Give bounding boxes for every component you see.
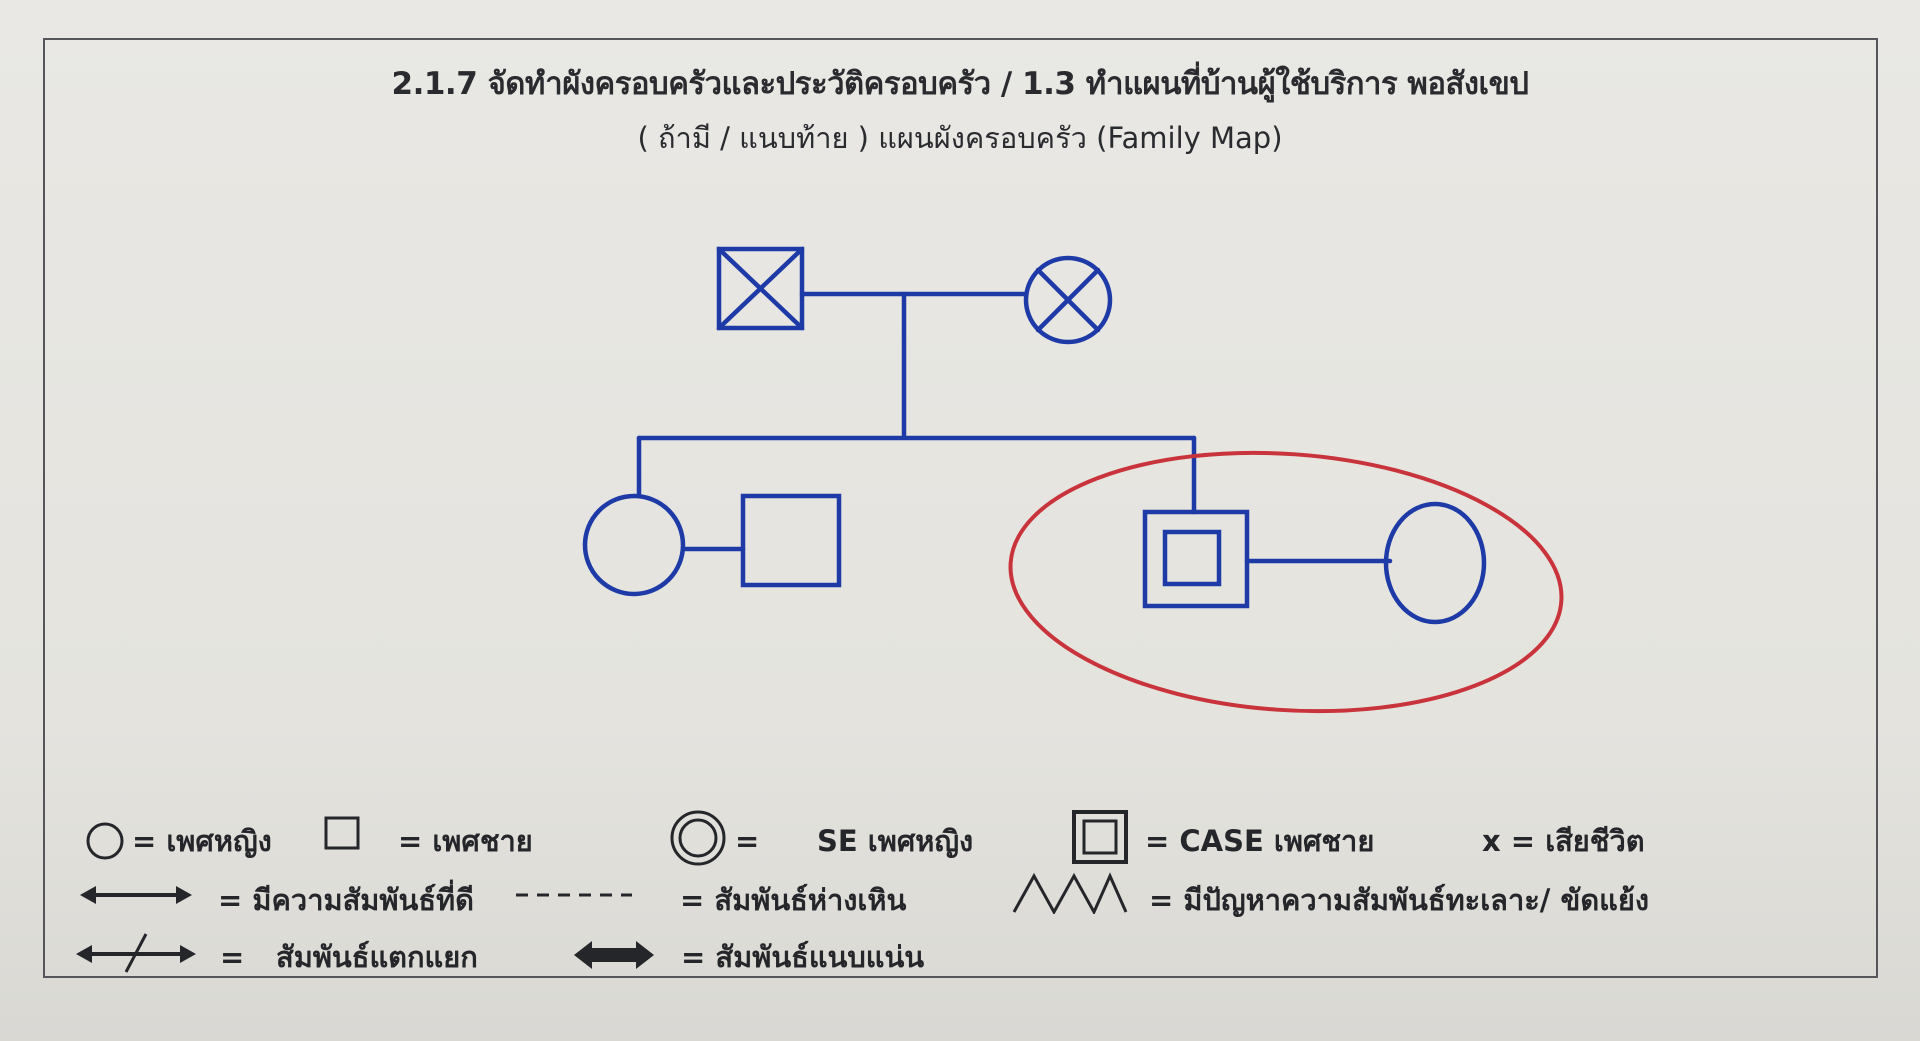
distant-relation-dashed-icon [516, 893, 632, 897]
section-title: 2.1.7 จัดทำผังครอบครัวและประวัติครอบครัว… [391, 66, 1529, 102]
case-spouse-female [1383, 501, 1487, 625]
grandmother-deceased-female [1023, 255, 1113, 345]
case-household-highlight [1008, 450, 1564, 714]
good-relation-arrow-icon [80, 886, 192, 904]
section-frame [43, 38, 1878, 978]
legend-distant-relation: = สัมพันธ์ห่างเหิน [680, 883, 907, 917]
legend-broken-equals: = [220, 940, 245, 974]
case-male-double-square-icon [1072, 810, 1128, 864]
se-female-double-circle-icon [670, 810, 726, 866]
broken-relation-arrow-icon [76, 933, 196, 973]
grandfather-deceased-male [716, 246, 805, 331]
section-subtitle: ( ถ้ามี / แนบท้าย ) แผนผังครอบครัว (Fami… [637, 121, 1283, 155]
legend-deceased: x = เสียชีวิต [1482, 824, 1645, 858]
legend-se-female: SE เพศหญิง [817, 824, 974, 858]
legend-good-relation: = มีความสัมพันธ์ที่ดี [218, 883, 475, 917]
male-square-icon [324, 816, 360, 850]
legend-conflict-relation: = มีปัญหาความสัมพันธ์ทะเลาะ/ ขัดแย้ง [1149, 883, 1649, 917]
daughter-spouse-male [740, 493, 842, 588]
legend-case-male: = CASE เพศชาย [1145, 824, 1375, 858]
legend-se-female-equals: = [735, 824, 760, 858]
case-male [1142, 509, 1250, 609]
female-circle-icon [86, 822, 124, 860]
legend-female: = เพศหญิง [132, 824, 272, 858]
conflict-zigzag-icon [1012, 872, 1128, 914]
daughter-female [582, 493, 686, 597]
close-relation-thick-arrow-icon [574, 941, 654, 969]
legend-male: = เพศชาย [398, 824, 533, 858]
legend-close-relation: = สัมพันธ์แนบแน่น [681, 940, 925, 974]
legend-broken-relation: สัมพันธ์แตกแยก [276, 940, 478, 974]
